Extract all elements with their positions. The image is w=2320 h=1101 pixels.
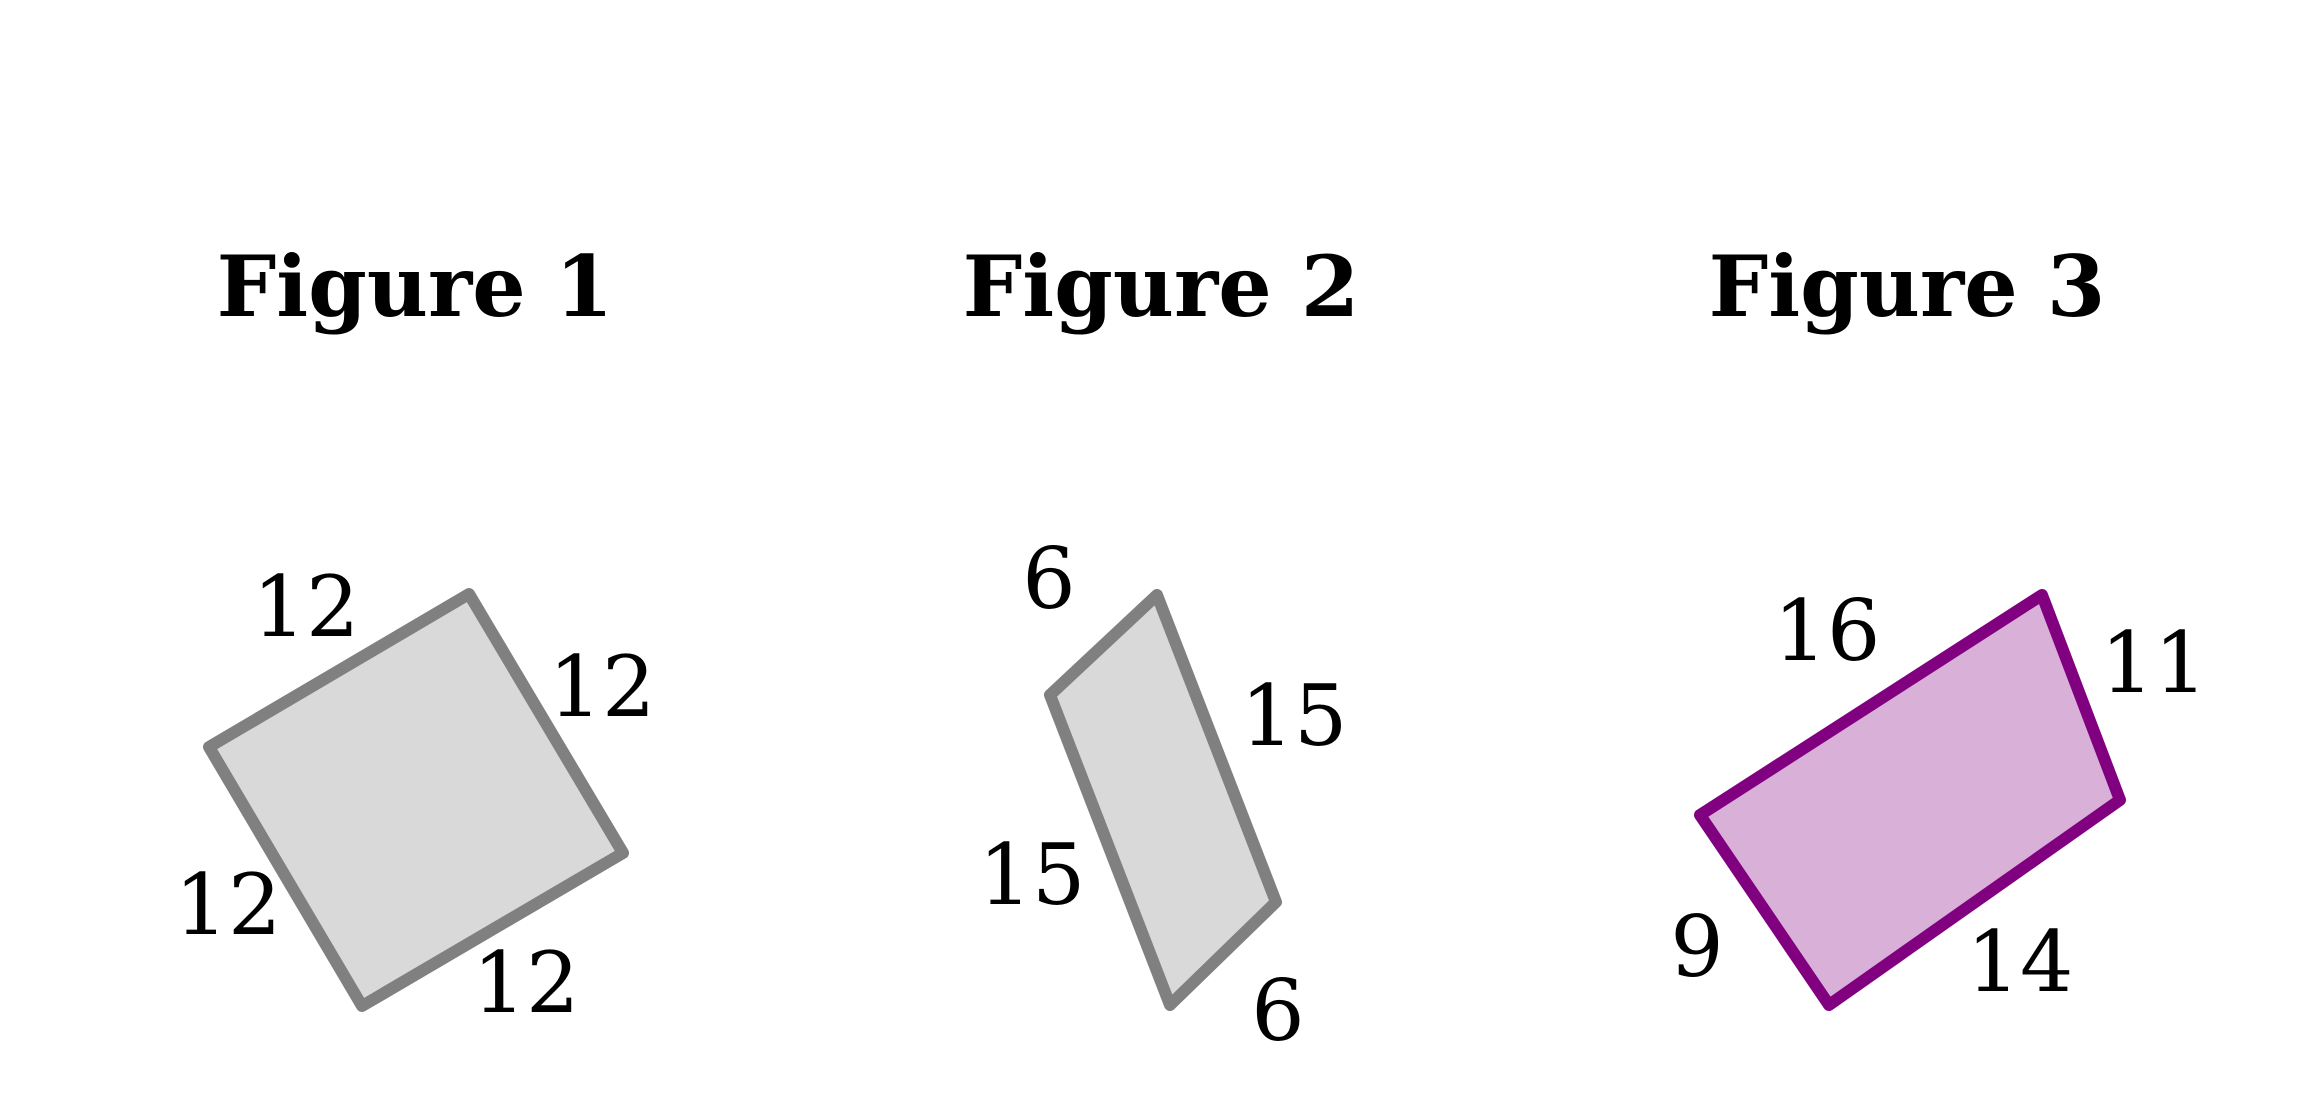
figure-3-label-right: 11	[2101, 614, 2208, 712]
figure-1-label-bottom: 12	[473, 934, 580, 1032]
figure-2-label-top: 6	[1022, 530, 1075, 628]
figure-3-title: Figure 3	[1709, 237, 2106, 336]
figure-3-label-left: 9	[1670, 898, 1723, 996]
figure-3-label-top: 16	[1774, 582, 1881, 680]
figure-3: Figure 3 16 11 14 9	[1670, 237, 2207, 1011]
figure-2-label-bottom: 6	[1251, 962, 1304, 1060]
figure-1-label-left: 12	[175, 856, 282, 954]
figure-1-title: Figure 1	[217, 237, 614, 336]
figure-2-parallelogram	[1050, 595, 1276, 1005]
figure-2-parallelogram-outline	[1044, 589, 1282, 1011]
figure-3-quadrilateral-outline	[1694, 589, 2126, 1011]
figure-1-label-top: 12	[253, 558, 360, 656]
figure-2-label-right: 15	[1241, 667, 1348, 765]
figure-1-square	[209, 594, 623, 1006]
figure-1: Figure 1 12 12 12 12	[175, 237, 656, 1032]
figure-2-title: Figure 2	[963, 237, 1360, 336]
figure-2: Figure 2 6 15 6 15	[963, 237, 1360, 1060]
figure-3-quadrilateral	[1700, 595, 2120, 1005]
figure-2-label-left: 15	[979, 826, 1086, 924]
figure-3-label-bottom: 14	[1967, 913, 2074, 1011]
figure-1-label-right: 12	[549, 638, 656, 736]
figure-1-square-outline	[203, 588, 629, 1012]
